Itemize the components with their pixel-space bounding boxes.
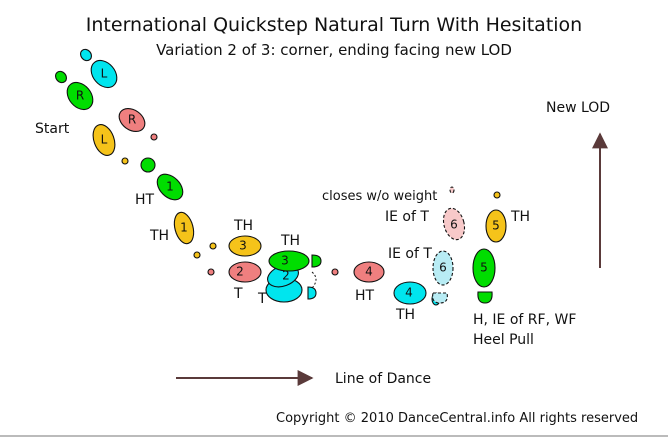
footprint-label: 5 bbox=[492, 219, 500, 233]
label-new-lod: New LOD bbox=[546, 100, 610, 116]
footprint-step-1b: 1 bbox=[173, 211, 201, 259]
footprint-step-3: 3 bbox=[209, 235, 262, 257]
label-th-3b: TH bbox=[280, 233, 300, 249]
footprint-start-left: L bbox=[80, 48, 118, 89]
footprint-step-6a: 6 bbox=[442, 186, 466, 241]
label-th-1: TH bbox=[149, 228, 169, 244]
footprint-label: R bbox=[128, 113, 136, 127]
label-closes: closes w/o weight bbox=[322, 189, 437, 204]
footprint-label: 6 bbox=[439, 261, 447, 275]
footprint-step-5b: 5 bbox=[472, 248, 496, 304]
label-ht-4: HT bbox=[355, 288, 375, 304]
label-ie-t-6a: IE of T bbox=[385, 209, 429, 225]
footprint-step-2b: 2 bbox=[265, 264, 317, 303]
diagram-subtitle: Variation 2 of 3: corner, ending facing … bbox=[156, 41, 512, 59]
footprint-step-4: 4 bbox=[331, 261, 385, 283]
label-th-3: TH bbox=[233, 218, 253, 234]
footprint-label: R bbox=[76, 89, 84, 103]
footprint-step-1: 1 bbox=[140, 157, 184, 201]
footprint-label: 2 bbox=[282, 269, 290, 283]
copyright-text: Copyright © 2010 DanceCentral.info All r… bbox=[276, 411, 638, 426]
footprint-label: L bbox=[101, 133, 108, 147]
label-start: Start bbox=[35, 121, 70, 137]
label-ie-t-6b: IE of T bbox=[388, 246, 432, 262]
footprint-step-3b: 3 bbox=[268, 250, 322, 272]
footprint-label: L bbox=[101, 67, 108, 81]
label-heel-pull-1: H, IE of RF, WF bbox=[473, 312, 576, 328]
label-th-4: TH bbox=[395, 307, 415, 323]
footprint-step-5: 5 bbox=[485, 191, 507, 243]
footprint-prep-left: L bbox=[92, 124, 129, 165]
footprint-label: 6 bbox=[450, 218, 458, 232]
label-line-of-dance: Line of Dance bbox=[335, 371, 431, 387]
label-t-2: T bbox=[233, 286, 243, 302]
footprint-label: 2 bbox=[236, 265, 244, 279]
footprint-label: 3 bbox=[239, 239, 247, 253]
footprint-label: 1 bbox=[180, 221, 188, 235]
footprint-label: 1 bbox=[166, 180, 174, 194]
label-t-2b: T bbox=[257, 291, 267, 307]
footprint-start-right: R bbox=[55, 70, 94, 111]
footprint-label: 3 bbox=[281, 254, 289, 268]
footprint-label: 5 bbox=[480, 261, 488, 275]
footprint-label: 4 bbox=[365, 265, 373, 279]
footprint-label: 4 bbox=[405, 286, 413, 300]
label-heel-pull-2: Heel Pull bbox=[473, 332, 534, 348]
footprint-prep-right: R bbox=[118, 107, 158, 141]
diagram-title: International Quickstep Natural Turn Wit… bbox=[86, 14, 582, 36]
label-ht-1: HT bbox=[135, 192, 155, 208]
footprint-step-2: 2 bbox=[207, 261, 262, 283]
footprint-step-6b: 6 bbox=[432, 250, 454, 304]
turn-arc-icon bbox=[311, 271, 317, 289]
label-th-5: TH bbox=[510, 209, 530, 225]
